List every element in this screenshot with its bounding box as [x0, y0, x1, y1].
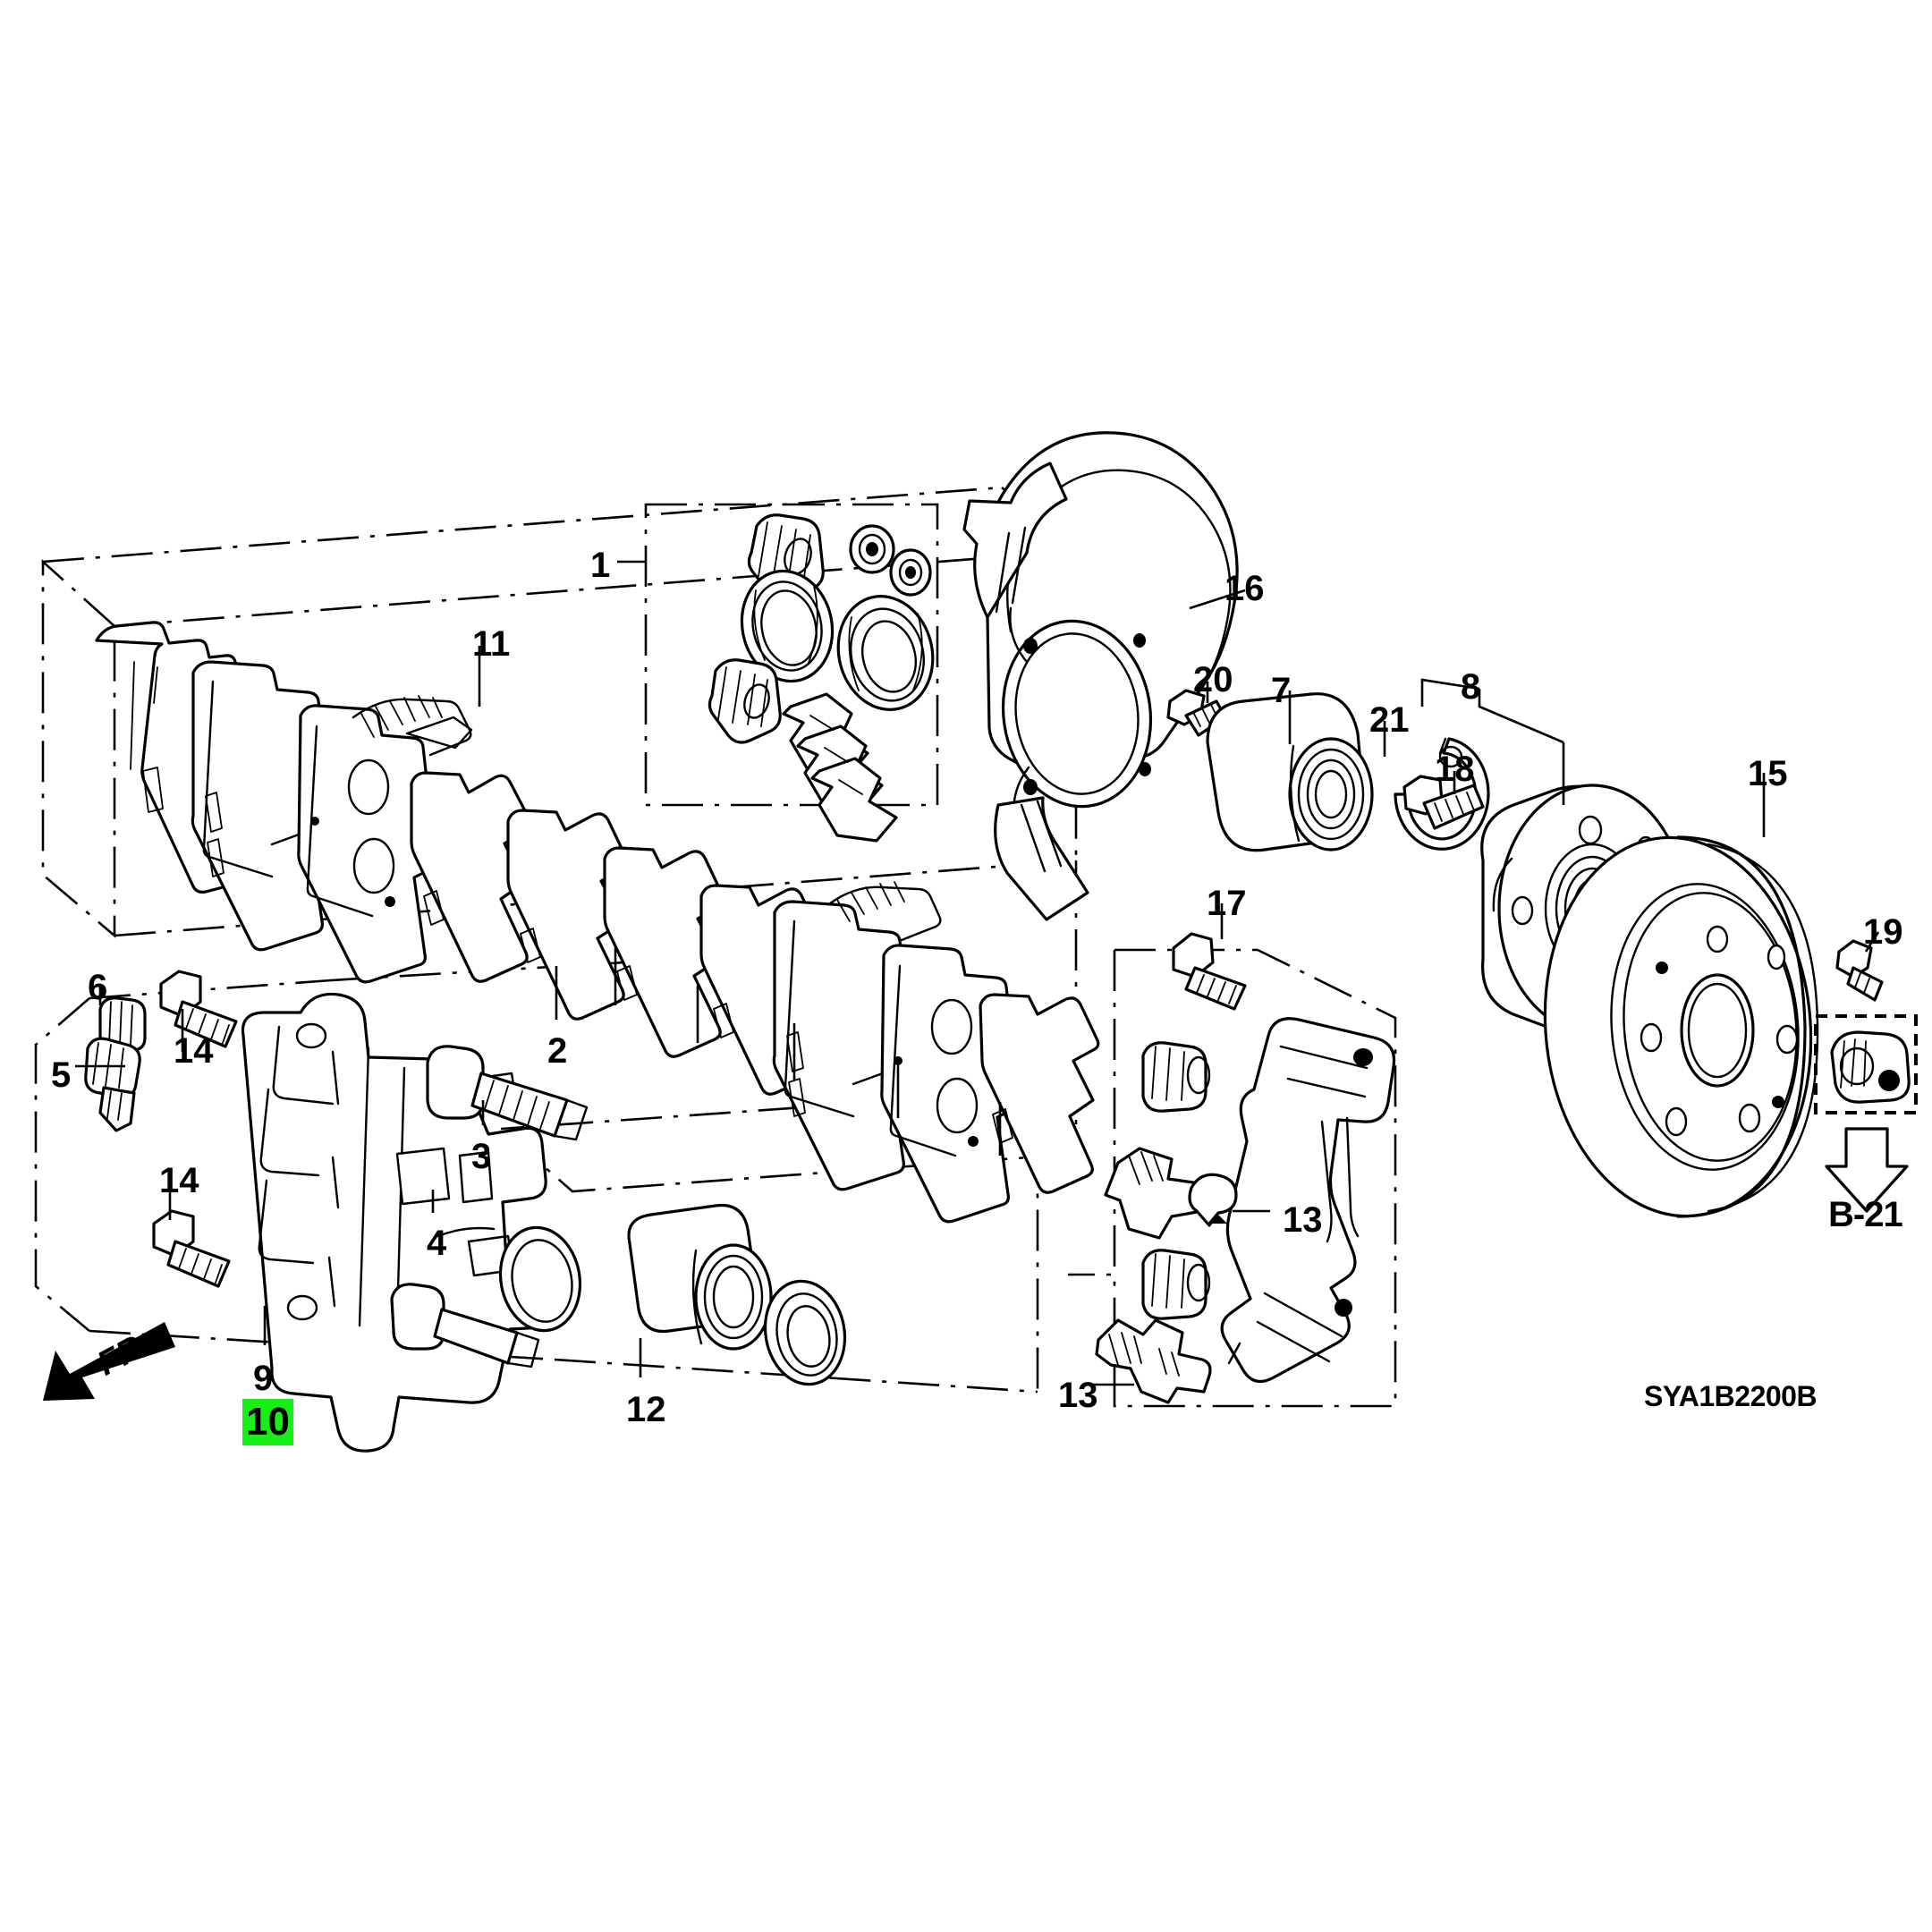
part-pad-retainer-clips	[782, 692, 898, 843]
part-caliper-bolt-lower	[152, 1209, 231, 1288]
arrow-down-b21	[1825, 1127, 1909, 1213]
callout-caliper-piston: 12	[626, 1390, 666, 1429]
callout-snap-ring: 21	[1369, 700, 1410, 740]
part-wheel-bearing	[1206, 692, 1374, 852]
part-caliper-body	[241, 992, 562, 1453]
callout-pad-shim-set: 2	[547, 1031, 568, 1071]
callout-caliper-pin-bolt-upper: 3	[471, 1137, 492, 1176]
part-piston-seal-large	[740, 569, 835, 683]
part-dust-seal	[836, 595, 935, 711]
part-seal-washer-b	[889, 548, 932, 597]
part-snap-ring	[1394, 737, 1490, 851]
callout-guard-screw: 20	[1193, 660, 1233, 699]
part-caliper-bolt-upper	[159, 970, 238, 1048]
callout-pad-retainer-clip-lower: 13	[1058, 1376, 1098, 1415]
part-pad-retainer-upper	[1104, 1147, 1238, 1240]
part-pin-boot-lower	[708, 658, 782, 744]
diagram-code: SYA1B2200B	[1644, 1380, 1818, 1412]
part-caliper-bracket	[1220, 1017, 1396, 1384]
callout-disc-retaining-screw: 19	[1863, 912, 1903, 952]
part-brake-pad-b	[297, 695, 473, 984]
part-splash-guard-bolt	[1172, 932, 1247, 1011]
part-caliper-seal-inner	[763, 1279, 847, 1386]
callout-bleeder-cap: 6	[88, 968, 108, 1007]
part-hub-bolt	[1402, 775, 1485, 830]
callout-splash-guard-bolt: 17	[1207, 884, 1247, 923]
part-brake-disc	[1543, 835, 1819, 1218]
callout-highlight: 10	[242, 1399, 293, 1445]
part-wheel-stud-b21	[1830, 1030, 1911, 1104]
leader-lines	[75, 560, 1880, 1386]
cross-reference-b21: B-21	[1828, 1195, 1903, 1234]
callout-caliper-pin-bolt-lower: 4	[427, 1224, 447, 1263]
callout-caliper-bolt-lower: 14	[159, 1161, 199, 1200]
callout-splash-guard: 16	[1224, 569, 1265, 608]
part-caliper-pin-bolt-lower	[390, 1283, 540, 1368]
part-pin-boot-a	[1141, 1041, 1211, 1113]
callout-seal-kit-box: 1	[590, 546, 611, 585]
part-seal-kit-contents	[708, 513, 935, 843]
part-seal-washer-a	[849, 524, 895, 574]
fr-direction-arrow: FR.	[43, 1322, 175, 1401]
callout-bleeder-screw: 5	[51, 1055, 72, 1095]
group-box-seal-kit	[644, 503, 939, 807]
callout-caliper-assembly: 9	[253, 1359, 274, 1398]
callout-wheel-bearing: 7	[1271, 671, 1292, 710]
callout-caliper-bolt-upper: 14	[174, 1031, 214, 1071]
part-pin-boot-b	[1141, 1249, 1211, 1320]
callout-caliper-assembly-alt: 10	[242, 1399, 293, 1445]
callout-pad-set: 11	[472, 624, 511, 664]
part-disc-retaining-screw	[1835, 939, 1884, 1002]
callout-pad-retainer-clip-upper: 13	[1283, 1200, 1323, 1240]
part-guard-screw	[1166, 689, 1227, 737]
callout-wheel-hub: 8	[1461, 667, 1481, 707]
part-caliper-seal-outer	[498, 1225, 582, 1333]
callout-hub-bolt: 18	[1435, 750, 1475, 789]
callout-brake-disc: 15	[1748, 754, 1788, 793]
part-pad-shim-f	[979, 993, 1100, 1194]
part-pad-retainer-lower	[1095, 1318, 1212, 1404]
part-caliper-piston	[627, 1203, 773, 1351]
part-bleeder-screw	[84, 1037, 141, 1132]
